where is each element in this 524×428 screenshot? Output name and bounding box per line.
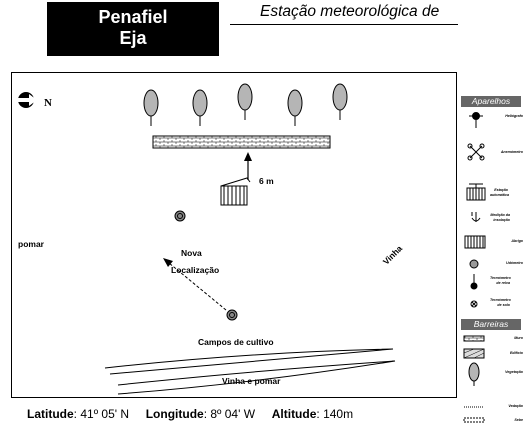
longitude-value: : 8º 04' W	[203, 407, 256, 421]
wall-barrier	[152, 135, 331, 149]
subtitle-underline	[230, 24, 458, 25]
anemometer-icon	[467, 143, 485, 161]
rain-gauge-icon	[226, 309, 238, 321]
latitude-label: Latitude	[27, 407, 74, 421]
hedge-legend-icon	[463, 417, 485, 423]
pomar-label: pomar	[18, 239, 44, 249]
vinha-pomar-label: Vinha e pomar	[222, 376, 281, 386]
legend-aparelhos-header: Aparelhos	[461, 96, 521, 107]
legend-item: Sebe	[514, 418, 523, 422]
legend-item: Anemómetro	[500, 150, 523, 154]
site-map-frame	[11, 72, 457, 398]
legend-item: Udómetro	[506, 261, 523, 265]
campos-label: Campos de cultivo	[198, 337, 274, 347]
tree-row	[143, 83, 348, 126]
distance-label: 6 m	[259, 176, 274, 186]
tree-icon	[332, 83, 348, 120]
nova-label: Nova	[181, 248, 202, 258]
wall-legend-icon	[463, 335, 485, 342]
rain-gauge-legend-icon	[469, 259, 479, 269]
heliograph-icon	[469, 112, 483, 128]
distance-arrow	[244, 152, 252, 180]
tree-icon	[237, 83, 253, 120]
latitude-value: : 41º 05' N	[73, 407, 130, 421]
altitude-value: : 140m	[316, 407, 354, 421]
title-line-2: Eja	[119, 28, 147, 48]
legend-item: Muro	[514, 336, 523, 340]
north-arrow-icon	[18, 92, 37, 108]
legend-item: Heliógrafo	[505, 114, 523, 118]
insolation-icon	[471, 212, 481, 222]
legend-symbols	[463, 112, 486, 423]
north-label: N	[44, 97, 52, 109]
orchard-field-stroke	[117, 360, 396, 395]
shelter-icon	[220, 177, 251, 206]
vegetation-legend-icon	[468, 362, 480, 386]
subtitle: Estação meteorológica de	[260, 3, 440, 20]
shelter-legend-icon	[464, 235, 486, 249]
legend-item: Termómetro de relva	[490, 276, 511, 285]
rain-gauge-icon	[174, 210, 186, 222]
legend-item: Abrigo	[511, 239, 523, 243]
tree-icon	[143, 89, 159, 126]
legend-item: Vedação	[508, 404, 523, 408]
grass-thermometer-icon	[470, 274, 478, 290]
altitude-label: Altitude	[271, 407, 317, 421]
site-map-drawing	[18, 83, 396, 395]
localizacao-label: Localização	[171, 265, 220, 275]
automatic-station-icon	[466, 183, 486, 201]
legend-item: Termómetro de solo	[490, 298, 511, 307]
station-title-box: Penafiel Eja	[47, 2, 219, 56]
title-line-1: Penafiel	[98, 7, 168, 27]
building-legend-icon	[463, 348, 485, 359]
longitude-label: Longitude	[145, 407, 204, 421]
legend-item: Estação automática	[490, 188, 509, 197]
legend-item: Edifício	[510, 351, 523, 355]
tree-icon	[192, 89, 208, 126]
tree-icon	[287, 89, 303, 126]
legend-barreiras-header: Barreiras	[461, 319, 521, 330]
legend-panel: Aparelhos Heliógrafo Anemómetro Estação …	[461, 96, 523, 428]
crop-field-stroke	[104, 348, 394, 375]
soil-thermometer-icon	[470, 300, 478, 308]
legend-item: Vegetação	[505, 370, 523, 374]
legend-item: Medição da insolação	[490, 213, 510, 222]
coordinates-footer: Latitude: 41º 05' N Longitude: 8º 04' W …	[27, 407, 353, 421]
relocation-arrow	[163, 258, 227, 311]
